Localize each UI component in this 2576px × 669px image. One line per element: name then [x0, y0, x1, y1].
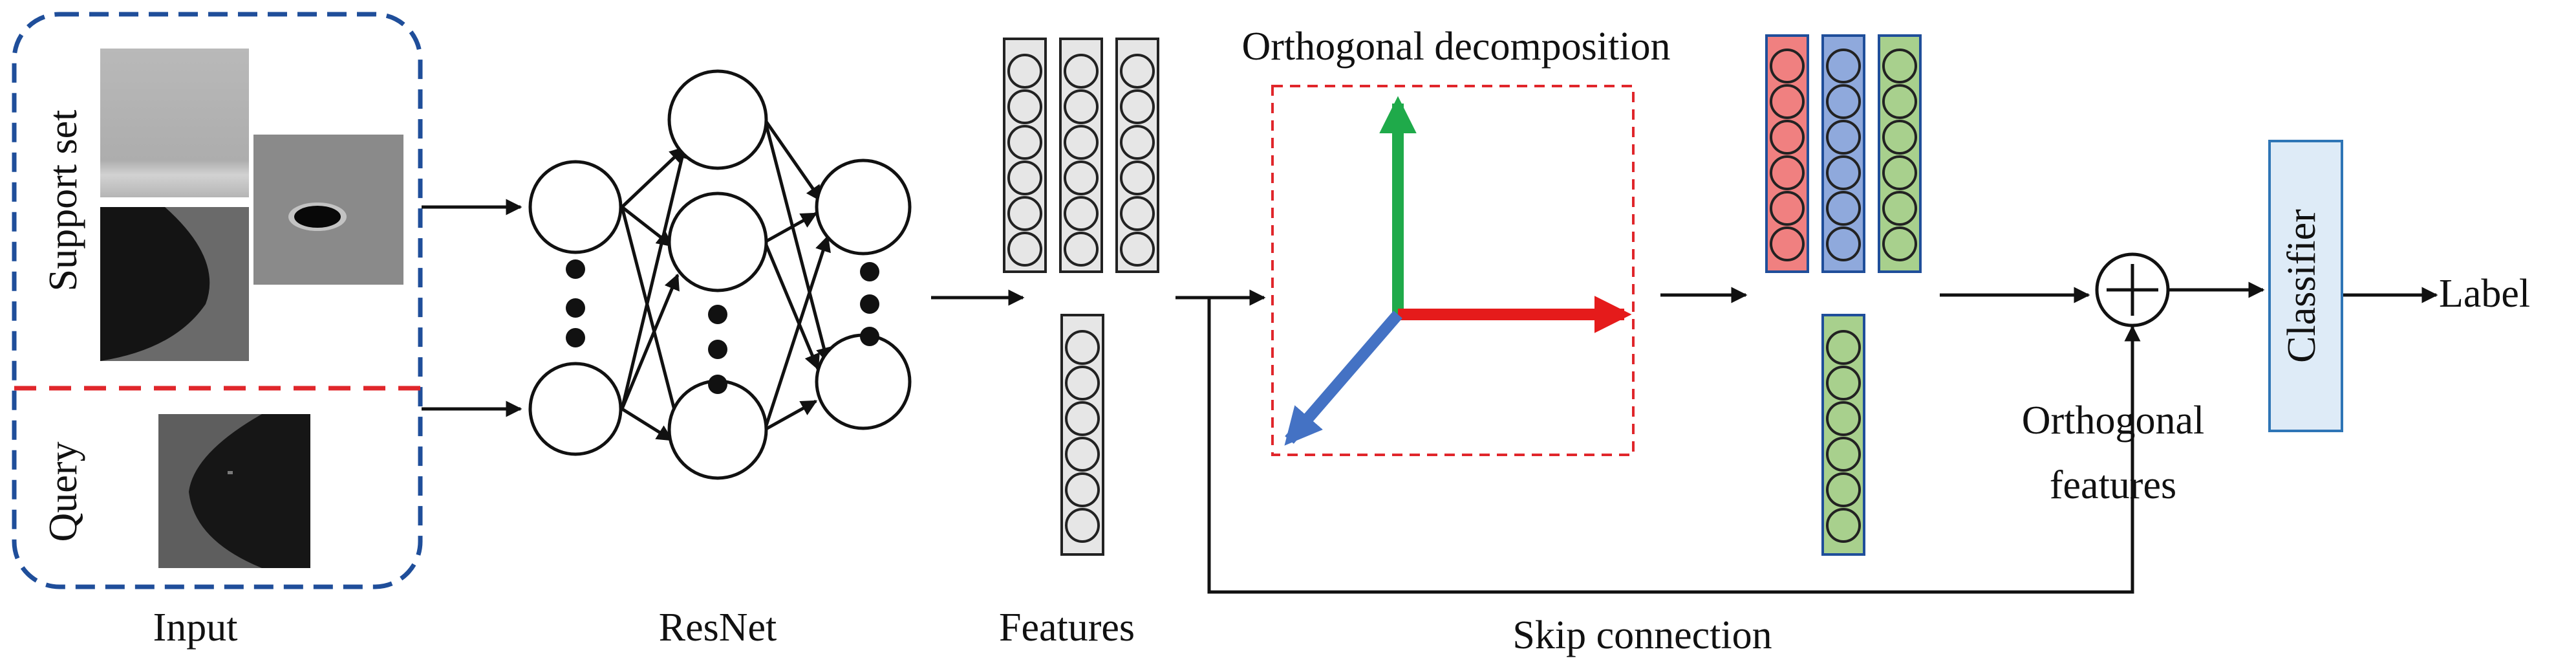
orthogonal-features-label-line2: features [2050, 463, 2176, 507]
orthogonal-feature-vectors: Orthogonal features [1765, 34, 2204, 556]
query-image [158, 414, 310, 568]
query-label: Query [41, 442, 85, 542]
input-border [12, 12, 423, 589]
support-set-label: Support set [41, 110, 85, 292]
circled-plus-icon [2095, 252, 2170, 327]
features-label: Features [999, 606, 1135, 650]
support-image-1 [100, 49, 249, 197]
skip-connection-label: Skip connection [1512, 613, 1772, 657]
input-label: Input [153, 606, 238, 650]
support-image-2 [100, 207, 249, 361]
input-panel: Support set Query Input [12, 12, 423, 650]
classifier-label: Classifier [2280, 209, 2324, 363]
skip-connection-path [1207, 298, 2141, 594]
resnet-network: ResNet [528, 69, 912, 650]
classifier-block: Classifier [2268, 140, 2343, 432]
decomposition-box [1271, 85, 1635, 456]
output-label: Label [2439, 272, 2530, 316]
orthogonal-features-label-line1: Orthogonal [2022, 399, 2204, 443]
feature-vectors: Features [999, 38, 1159, 650]
orthogonal-decomposition-label: Orthogonal decomposition [1242, 25, 1671, 69]
axis-diagonal-arrow [1284, 311, 1402, 446]
orthogonal-decomposition: Orthogonal decomposition [1242, 25, 1671, 456]
resnet-label: ResNet [659, 606, 777, 650]
support-image-3 [253, 135, 403, 285]
